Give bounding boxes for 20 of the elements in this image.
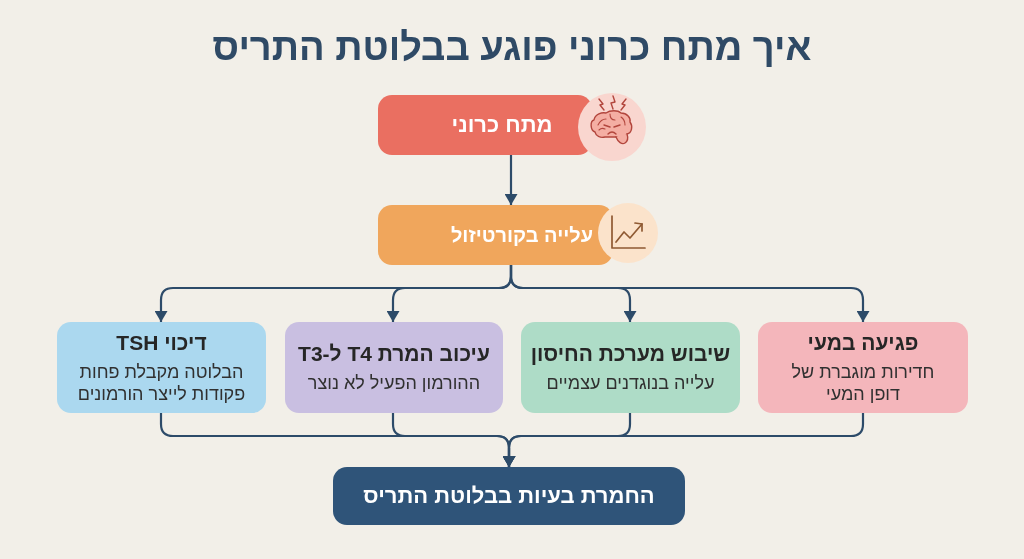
heading: פגיעה במעי [807,330,919,355]
arrow [159,413,516,467]
heading: עיכוב המרת T4 ל-T3 [298,341,490,366]
arrow [504,155,518,205]
description: ההורמון הפעיל לא נוצר [307,372,481,394]
step-label: עלייה בקורטיזול [450,223,594,248]
step-label: החמרת בעיות בבלוטת התריס [363,482,655,510]
process-box [521,322,740,413]
heading: דיכוי TSH [116,330,207,355]
description: הבלוטה מקבלת פחות פקודות לייצר הורמונים [76,361,247,405]
arrow [154,265,513,322]
heading: שיבוש מערכת החיסון [530,341,731,366]
title: איך מתח כרוני פוגע בבלוטת התריס [212,25,812,70]
description: חדירות מוגברת של דופן המעי [790,361,936,405]
process-box [333,467,685,525]
process-box [758,322,968,413]
step-label: מתח כרוני [451,111,553,139]
process-box [57,322,266,413]
description: עלייה בנוגדנים עצמיים [546,372,715,394]
process-box [285,322,503,413]
